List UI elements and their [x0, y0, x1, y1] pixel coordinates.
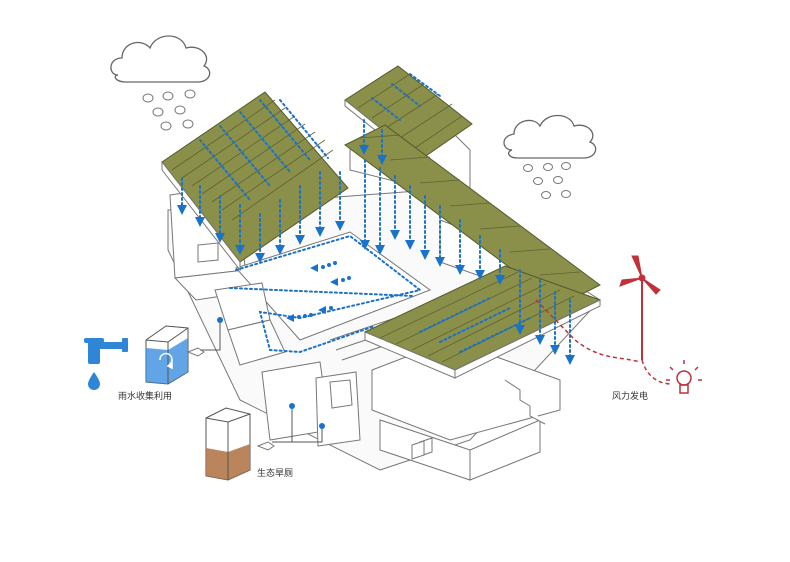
toilet-label: 生态旱厕 — [257, 466, 293, 479]
wind-label: 风力发电 — [612, 389, 648, 402]
raindrop-icon-group-right — [524, 163, 571, 199]
wind-turbine-icon — [620, 256, 660, 360]
cloud-icon-left — [111, 36, 210, 82]
eco-toilet-tank — [206, 408, 250, 480]
cloud-icon-right — [504, 116, 596, 159]
raindrop-icon-group-left — [143, 90, 195, 130]
rainwater-tank — [146, 326, 188, 384]
pipe-connector-icon-toilet — [258, 442, 274, 450]
pipe-connector-icon — [188, 348, 204, 356]
rainwater-label: 雨水收集利用 — [118, 389, 172, 402]
lightbulb-icon — [666, 360, 702, 393]
faucet-icon — [84, 338, 128, 364]
raindrop-icon — [88, 372, 100, 390]
